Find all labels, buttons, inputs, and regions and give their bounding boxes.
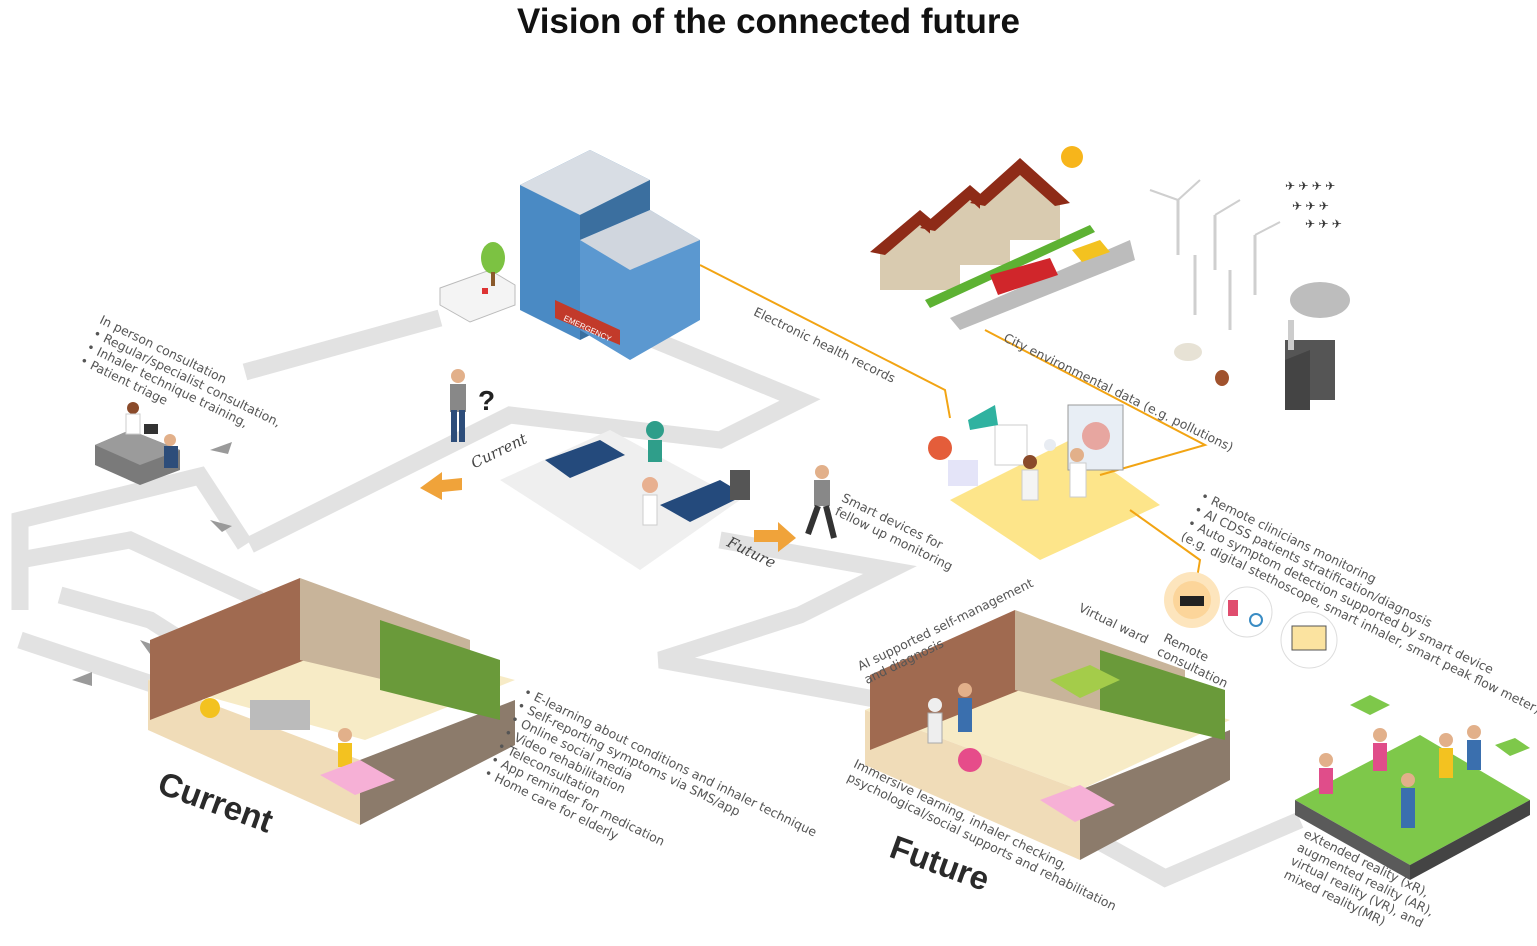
birds-icon: ✈ ✈ ✈ ✈ ✈ ✈ ✈ ✈ ✈ ✈ bbox=[1285, 179, 1342, 231]
desk-consultation bbox=[95, 402, 180, 485]
future-arrow-icon bbox=[754, 522, 796, 552]
farm-animals bbox=[1174, 343, 1229, 386]
tree-icon bbox=[481, 242, 505, 286]
factory-icon bbox=[1285, 282, 1350, 410]
clinicians-ai bbox=[1021, 439, 1087, 501]
stethoscope-icon bbox=[1249, 613, 1263, 627]
current-arrow-icon bbox=[420, 472, 462, 500]
future-home bbox=[865, 610, 1230, 860]
wifi-router-icon bbox=[1164, 572, 1220, 628]
ai-hub-screens bbox=[928, 404, 1124, 486]
city-houses bbox=[870, 158, 1135, 330]
ambulance-icon bbox=[439, 269, 516, 323]
svg-text:✈ ✈ ✈ ✈: ✈ ✈ ✈ ✈ bbox=[1285, 179, 1335, 193]
question-icon: ? bbox=[478, 385, 495, 416]
wind-turbines bbox=[1149, 179, 1281, 330]
operating-room bbox=[545, 421, 750, 526]
person-walking bbox=[805, 465, 837, 539]
hospital-building: EMERGENCY bbox=[520, 150, 700, 360]
page-title: Vision of the connected future bbox=[516, 2, 1020, 41]
svg-text:✈ ✈ ✈: ✈ ✈ ✈ bbox=[1292, 199, 1329, 213]
person-questioning: ? bbox=[450, 369, 495, 442]
svg-text:✈ ✈ ✈: ✈ ✈ ✈ bbox=[1305, 217, 1342, 231]
sun-icon bbox=[1061, 146, 1083, 168]
ai-hub-floor bbox=[950, 440, 1160, 560]
xr-island bbox=[1295, 695, 1530, 880]
current-home bbox=[148, 578, 515, 825]
